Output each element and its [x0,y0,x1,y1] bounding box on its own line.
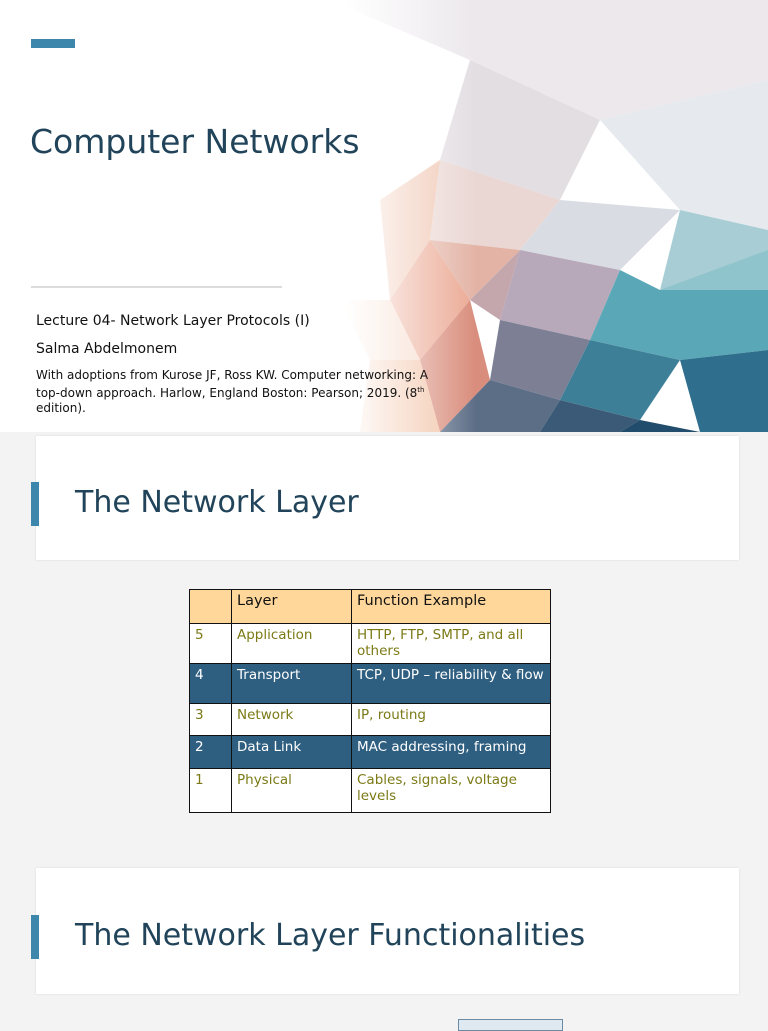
slide-heading: The Network Layer Functionalities [75,918,586,953]
layer-function: MAC addressing, framing [351,735,551,769]
layer-function: HTTP, FTP, SMTP, and all others [351,623,551,664]
table-row: 4 Transport TCP, UDP – reliability & flo… [189,663,551,704]
author-name: Salma Abdelmonem [36,341,178,357]
presentation-title: Computer Networks [30,122,360,161]
table-row: 2 Data Link MAC addressing, framing [189,735,551,769]
table-row: 3 Network IP, routing [189,703,551,736]
table-row: 5 Application HTTP, FTP, SMTP, and all o… [189,623,551,664]
table-header-cell: Function Example [351,589,551,624]
layer-function: TCP, UDP – reliability & flow [351,663,551,704]
layer-name: Application [231,623,352,664]
title-slide: Computer Networks Lecture 04- Network La… [0,0,768,432]
citation-text: With adoptions from Kurose JF, Ross KW. … [36,368,429,415]
polygon-background [0,0,768,432]
table-header-cell [189,589,232,624]
next-slide-fragment [458,1019,563,1031]
layer-function: IP, routing [351,703,551,736]
layer-name: Network [231,703,352,736]
title-divider [31,286,282,288]
table-header-row: Layer Function Example [189,589,551,624]
osi-layer-table: Layer Function Example 5 Application HTT… [189,589,551,813]
lecture-subtitle: Lecture 04- Network Layer Protocols (I) [36,313,310,329]
heading-accent-bar [31,482,39,526]
table-row: 1 Physical Cables, signals, voltage leve… [189,768,551,813]
layer-number: 2 [189,735,232,769]
layer-name: Data Link [231,735,352,769]
layer-name: Physical [231,768,352,813]
slide-network-layer [36,436,739,560]
layer-number: 4 [189,663,232,704]
layer-number: 1 [189,768,232,813]
layer-number: 3 [189,703,232,736]
table-header-cell: Layer [231,589,352,624]
layer-name: Transport [231,663,352,704]
layer-function: Cables, signals, voltage levels [351,768,551,813]
layer-number: 5 [189,623,232,664]
slide-heading: The Network Layer [75,485,359,520]
title-accent-bar [31,39,75,48]
heading-accent-bar [31,915,39,959]
slide-network-layer-functionalities [36,868,739,994]
